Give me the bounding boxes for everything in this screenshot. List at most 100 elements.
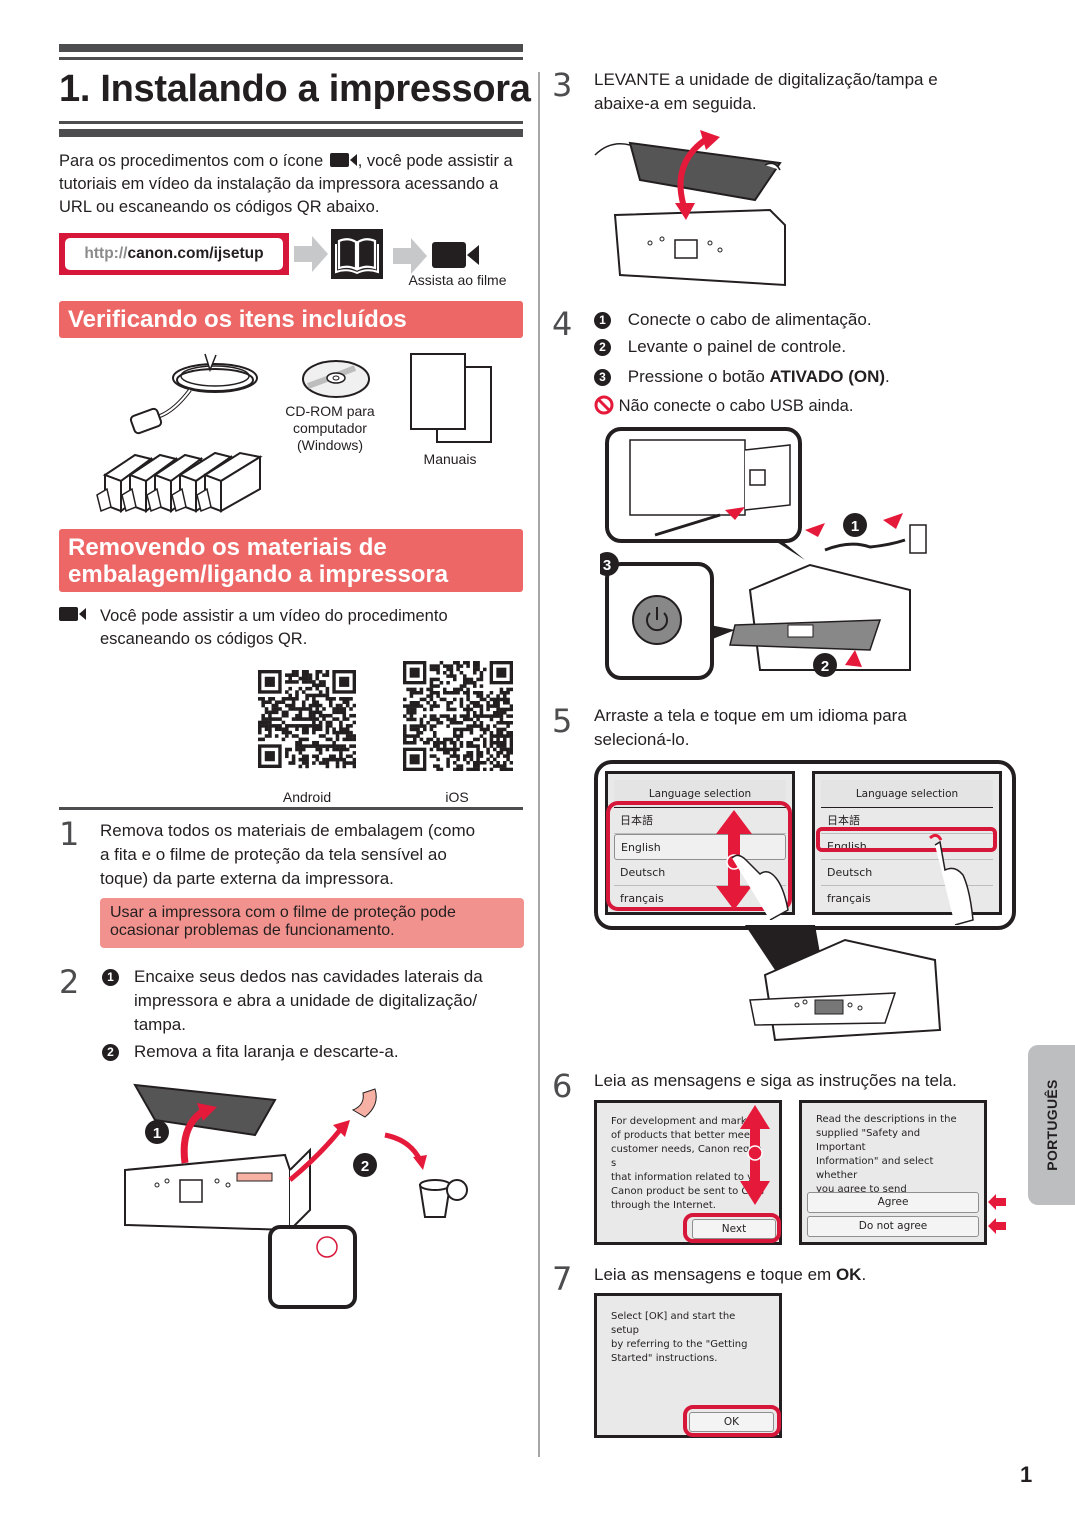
qr-module: [479, 707, 484, 712]
qr-module: [261, 737, 265, 742]
qr-module: [443, 741, 447, 745]
qr-module: [419, 691, 424, 695]
qr-module: [264, 734, 269, 738]
qr-module: [315, 700, 320, 704]
qr-code-ios[interactable]: [403, 661, 513, 771]
qr-module: [453, 754, 457, 758]
language-option[interactable]: Deutsch: [821, 860, 993, 886]
agree-button[interactable]: Agree: [807, 1192, 979, 1213]
language-option[interactable]: français: [827, 892, 871, 905]
qr-module: [315, 727, 320, 732]
qr-module: [466, 754, 470, 758]
qr-module: [496, 737, 500, 742]
qr-module: [436, 741, 440, 745]
qr-module: [426, 694, 430, 698]
qr-module: [406, 741, 410, 745]
qr-module: [433, 744, 437, 748]
qr-module: [416, 701, 420, 705]
qr-module: [315, 747, 320, 752]
qr-module: [409, 701, 414, 705]
qr-module: [332, 740, 336, 745]
qr-module: [463, 681, 467, 685]
qr-module: [288, 730, 292, 735]
language-option[interactable]: 日本語: [821, 808, 993, 834]
page-title: 1. Instalando a impressora: [59, 68, 531, 110]
qr-module: [483, 767, 487, 771]
qr-module: [446, 737, 450, 742]
language-option[interactable]: 日本語: [614, 808, 786, 834]
language-option[interactable]: français: [620, 892, 664, 905]
language-tab[interactable]: PORTUGUÊS: [1028, 1045, 1075, 1205]
qr-module: [318, 761, 323, 765]
qr-finder-pattern: [409, 667, 420, 678]
qr-module: [308, 673, 313, 677]
qr-module: [318, 683, 323, 688]
step-4-substep-3: 3 Pressione o botão ATIVADO (ON).: [594, 365, 1014, 389]
qr-module: [409, 711, 414, 715]
qr-module: [258, 737, 262, 742]
qr-module: [496, 734, 500, 738]
qr-module: [479, 734, 484, 738]
qr-module: [261, 717, 265, 721]
qr-module: [308, 676, 313, 681]
qr-module: [308, 686, 313, 691]
step-3-text: LEVANTE a unidade de digitalização/tampa…: [594, 70, 938, 113]
qr-module: [335, 730, 340, 735]
qr-module: [459, 664, 464, 668]
qr-module: [416, 734, 420, 738]
qr-module: [429, 724, 434, 728]
qr-module: [318, 720, 323, 725]
language-option[interactable]: English: [614, 834, 786, 860]
qr-module: [419, 717, 424, 722]
qr-module: [436, 667, 440, 672]
qr-module: [298, 707, 303, 711]
qr-module: [489, 761, 494, 765]
qr-module: [486, 747, 490, 752]
qr-module: [298, 676, 303, 681]
step-number-5: 5: [552, 702, 573, 740]
qr-module: [419, 697, 424, 702]
qr-module: [496, 704, 500, 708]
qr-module: [459, 701, 464, 705]
step-5-printer-illustration: [745, 925, 942, 1042]
qr-module: [459, 731, 464, 735]
qr-module: [285, 673, 289, 677]
qr-module: [349, 761, 353, 765]
language-option[interactable]: Deutsch: [614, 860, 786, 886]
qr-module: [315, 754, 320, 759]
qr-module: [345, 734, 350, 738]
qr-module: [506, 697, 510, 702]
ok-button[interactable]: OK: [689, 1412, 774, 1432]
qr-module: [503, 761, 507, 765]
qr-module: [486, 704, 490, 708]
qr-module: [503, 734, 507, 738]
qr-module: [342, 737, 347, 742]
qr-module: [456, 767, 460, 771]
qr-module: [312, 700, 316, 704]
qr-module: [352, 761, 356, 765]
qr-module: [413, 704, 417, 708]
qr-module: [426, 737, 430, 742]
setup-url-link[interactable]: http://canon.com/ijsetup: [59, 233, 289, 275]
qr-module: [281, 710, 286, 715]
qr-module: [339, 697, 343, 701]
do-not-agree-button[interactable]: Do not agree: [807, 1216, 979, 1237]
qr-module: [446, 757, 450, 762]
qr-module: [473, 691, 477, 695]
qr-module: [308, 744, 313, 748]
qr-module: [423, 714, 427, 718]
qr-module: [308, 693, 313, 698]
qr-module: [305, 761, 309, 765]
qr-code-android[interactable]: [258, 670, 356, 770]
qr-module: [268, 734, 272, 738]
qr-module: [443, 671, 447, 675]
qr-module: [459, 684, 464, 688]
qr-module: [439, 661, 444, 665]
next-button[interactable]: Next: [692, 1219, 776, 1239]
qr-module: [469, 744, 474, 748]
qr-module: [483, 744, 487, 748]
qr-module: [281, 720, 286, 725]
circled-number-2: 2: [102, 1044, 119, 1061]
qr-module: [325, 744, 330, 748]
qr-module: [453, 747, 457, 752]
